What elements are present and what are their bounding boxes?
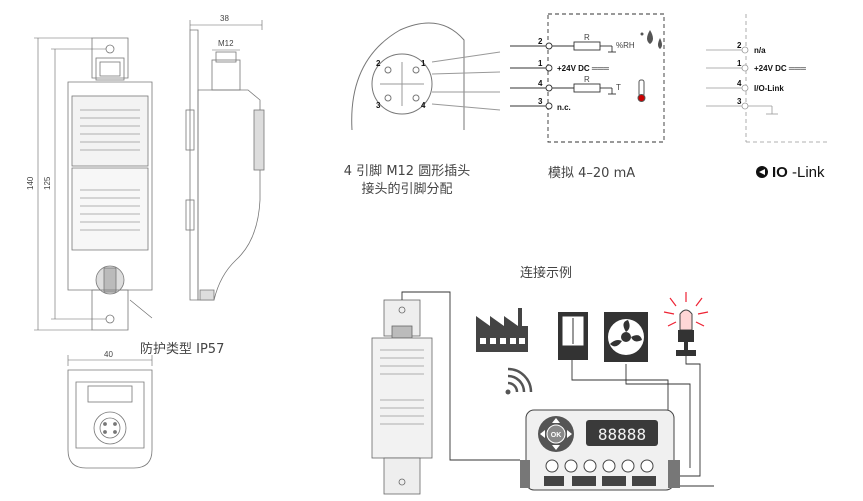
temperature-label: T [616, 83, 621, 92]
iolink-logo-rest: -Link [792, 164, 825, 181]
example-wiring [401, 291, 714, 487]
analog-wiring-diagram [510, 13, 665, 143]
thermometer-icon [637, 79, 646, 102]
sensor-side-view [185, 29, 265, 301]
analog-pin-1: 1 [538, 59, 543, 68]
iolink-label-na: n/a [754, 46, 766, 55]
iolink-pin-3: 3 [737, 97, 742, 106]
dimension-lines-side [189, 20, 263, 51]
dimension-lines-bottom [67, 355, 153, 366]
protection-label: 防护类型 IP57 [140, 342, 225, 357]
dim-m12: M12 [218, 39, 234, 48]
analog-pin-3: 3 [538, 97, 543, 106]
factory-icon [476, 308, 528, 352]
analog-label-24v: +24V DC ═══ [557, 64, 609, 73]
analog-label-nc: n.c. [557, 103, 571, 112]
iolink-label-24v: +24V DC ═══ [754, 64, 806, 73]
connector-pin-2: 2 [376, 59, 381, 68]
iolink-wiring-diagram [706, 14, 830, 143]
resistor-label-2: R [584, 75, 590, 84]
analog-pin-2: 2 [538, 37, 543, 46]
analog-pin-4: 4 [538, 79, 543, 88]
example-sensor [371, 299, 433, 495]
humidity-label: %RH [616, 41, 635, 50]
iolink-logo: IO -Link [756, 164, 825, 181]
iolink-pin-2: 2 [737, 41, 742, 50]
wifi-icon [505, 367, 533, 395]
dim-38: 38 [220, 14, 229, 23]
ok-label: OK [551, 432, 562, 439]
iolink-pin-4: 4 [737, 79, 742, 88]
connector-pin-1: 1 [421, 59, 426, 68]
dim-40: 40 [104, 350, 113, 359]
warning-light-icon [663, 292, 709, 356]
dimension-lines-front [34, 37, 153, 331]
resistor-label-1: R [584, 33, 590, 42]
sensor-front-view [67, 37, 153, 331]
fan-icon [604, 312, 648, 362]
connector-caption-line1: 4 引脚 M12 圆形插头 [343, 164, 471, 179]
connector-caption-line2: 接头的引脚分配 [361, 182, 453, 197]
dim-125: 125 [43, 176, 52, 190]
analog-caption: 模拟 4–20 mA [548, 166, 636, 181]
connector-pin-4: 4 [421, 101, 426, 110]
iolink-label-iolink: I/O-Link [754, 84, 784, 93]
iolink-logo-bold: IO [772, 164, 788, 181]
iolink-pin-1: 1 [737, 59, 742, 68]
controller-device [520, 409, 680, 491]
example-title: 连接示例 [520, 266, 573, 281]
contactor-icon [558, 312, 588, 360]
humidity-icon [640, 30, 662, 49]
dim-140: 140 [26, 176, 35, 190]
m12-connector-diagram [351, 22, 501, 131]
connector-pin-3: 3 [376, 101, 381, 110]
controller-display-value: 88888 [598, 425, 646, 444]
sensor-bottom-view [67, 369, 153, 469]
